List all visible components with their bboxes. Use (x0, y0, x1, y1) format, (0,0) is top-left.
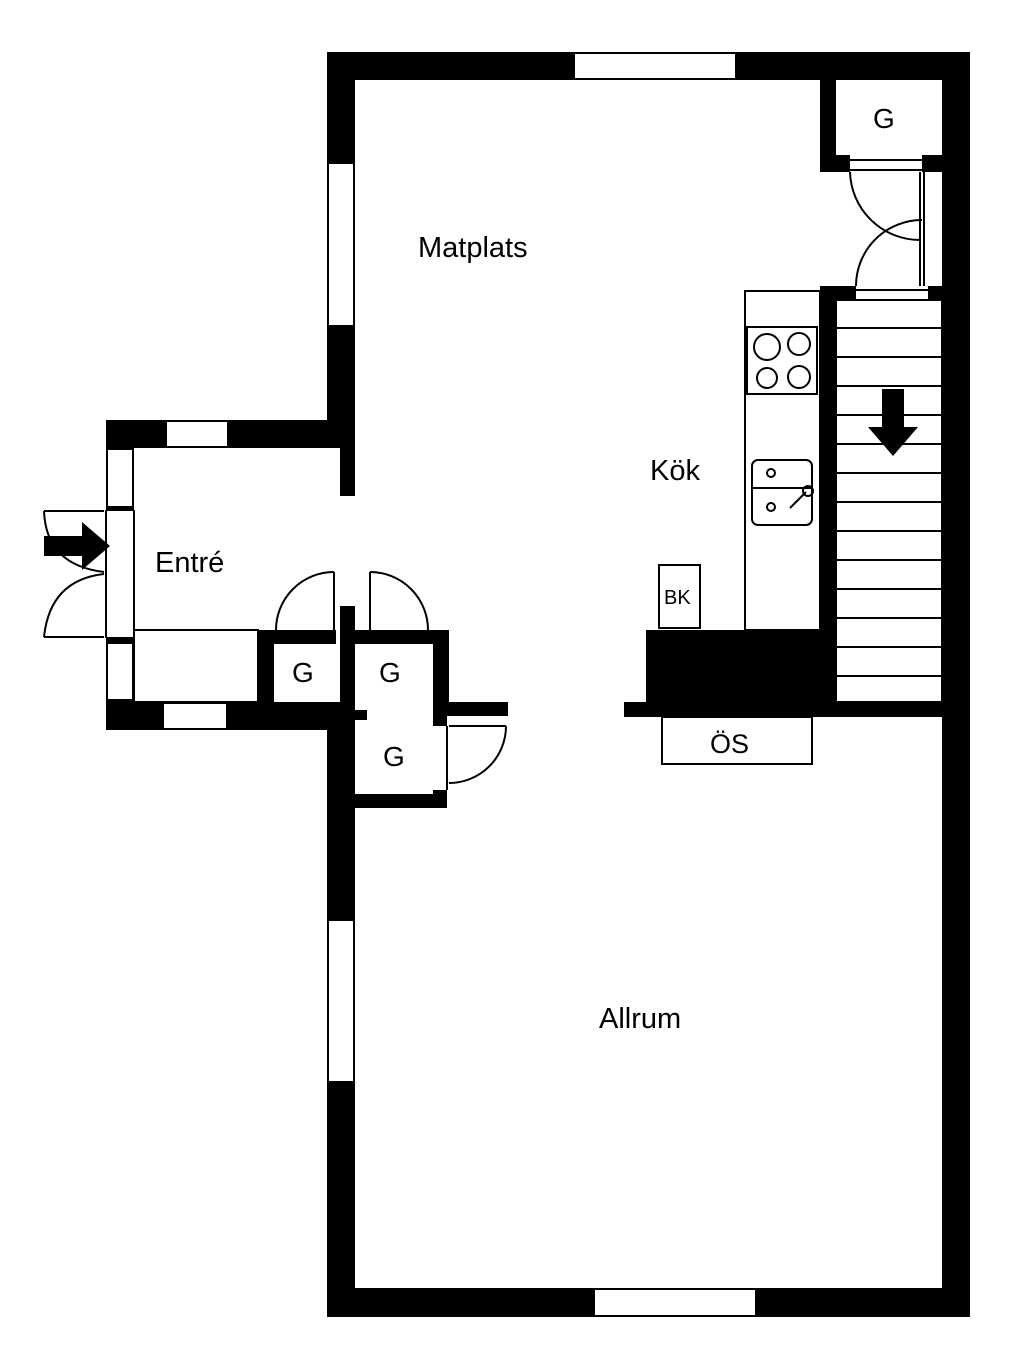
entry-bench (133, 629, 259, 703)
room-label-matplats: Matplats (418, 232, 528, 264)
closet-label-entry-left: G (292, 657, 314, 688)
closet-label-entry-right: G (379, 657, 401, 688)
window-entry-left-2 (106, 642, 134, 701)
entry-door (43, 509, 136, 639)
windows (106, 52, 757, 1317)
room-label-entre: Entré (155, 547, 224, 579)
closet-label-top-right: G (873, 103, 895, 134)
room-label-kok: Kök (650, 455, 700, 487)
entry-arrow-icon (44, 522, 110, 570)
fixture-label-bk: BK (664, 587, 691, 609)
exterior-walls (106, 52, 970, 1317)
kitchen-counter (658, 290, 821, 631)
closet-doors (275, 159, 928, 790)
fixture-label-os: ÖS (710, 729, 749, 759)
window-entry-bottom (162, 702, 228, 730)
os-storage (661, 716, 813, 765)
window-left-lower (327, 919, 355, 1083)
window-entry-left-1 (106, 448, 134, 508)
stove (746, 326, 818, 395)
interior-walls (258, 80, 942, 808)
staircase (835, 299, 943, 703)
bk-fridge (658, 564, 701, 629)
window-top (573, 52, 737, 80)
room-label-allrum: Allrum (599, 1003, 681, 1035)
closet-label-lower: G (383, 741, 405, 772)
window-entry-top (165, 420, 229, 448)
window-bottom (593, 1288, 757, 1317)
stair-down-arrow-icon (868, 389, 918, 456)
window-left-upper (327, 162, 355, 327)
